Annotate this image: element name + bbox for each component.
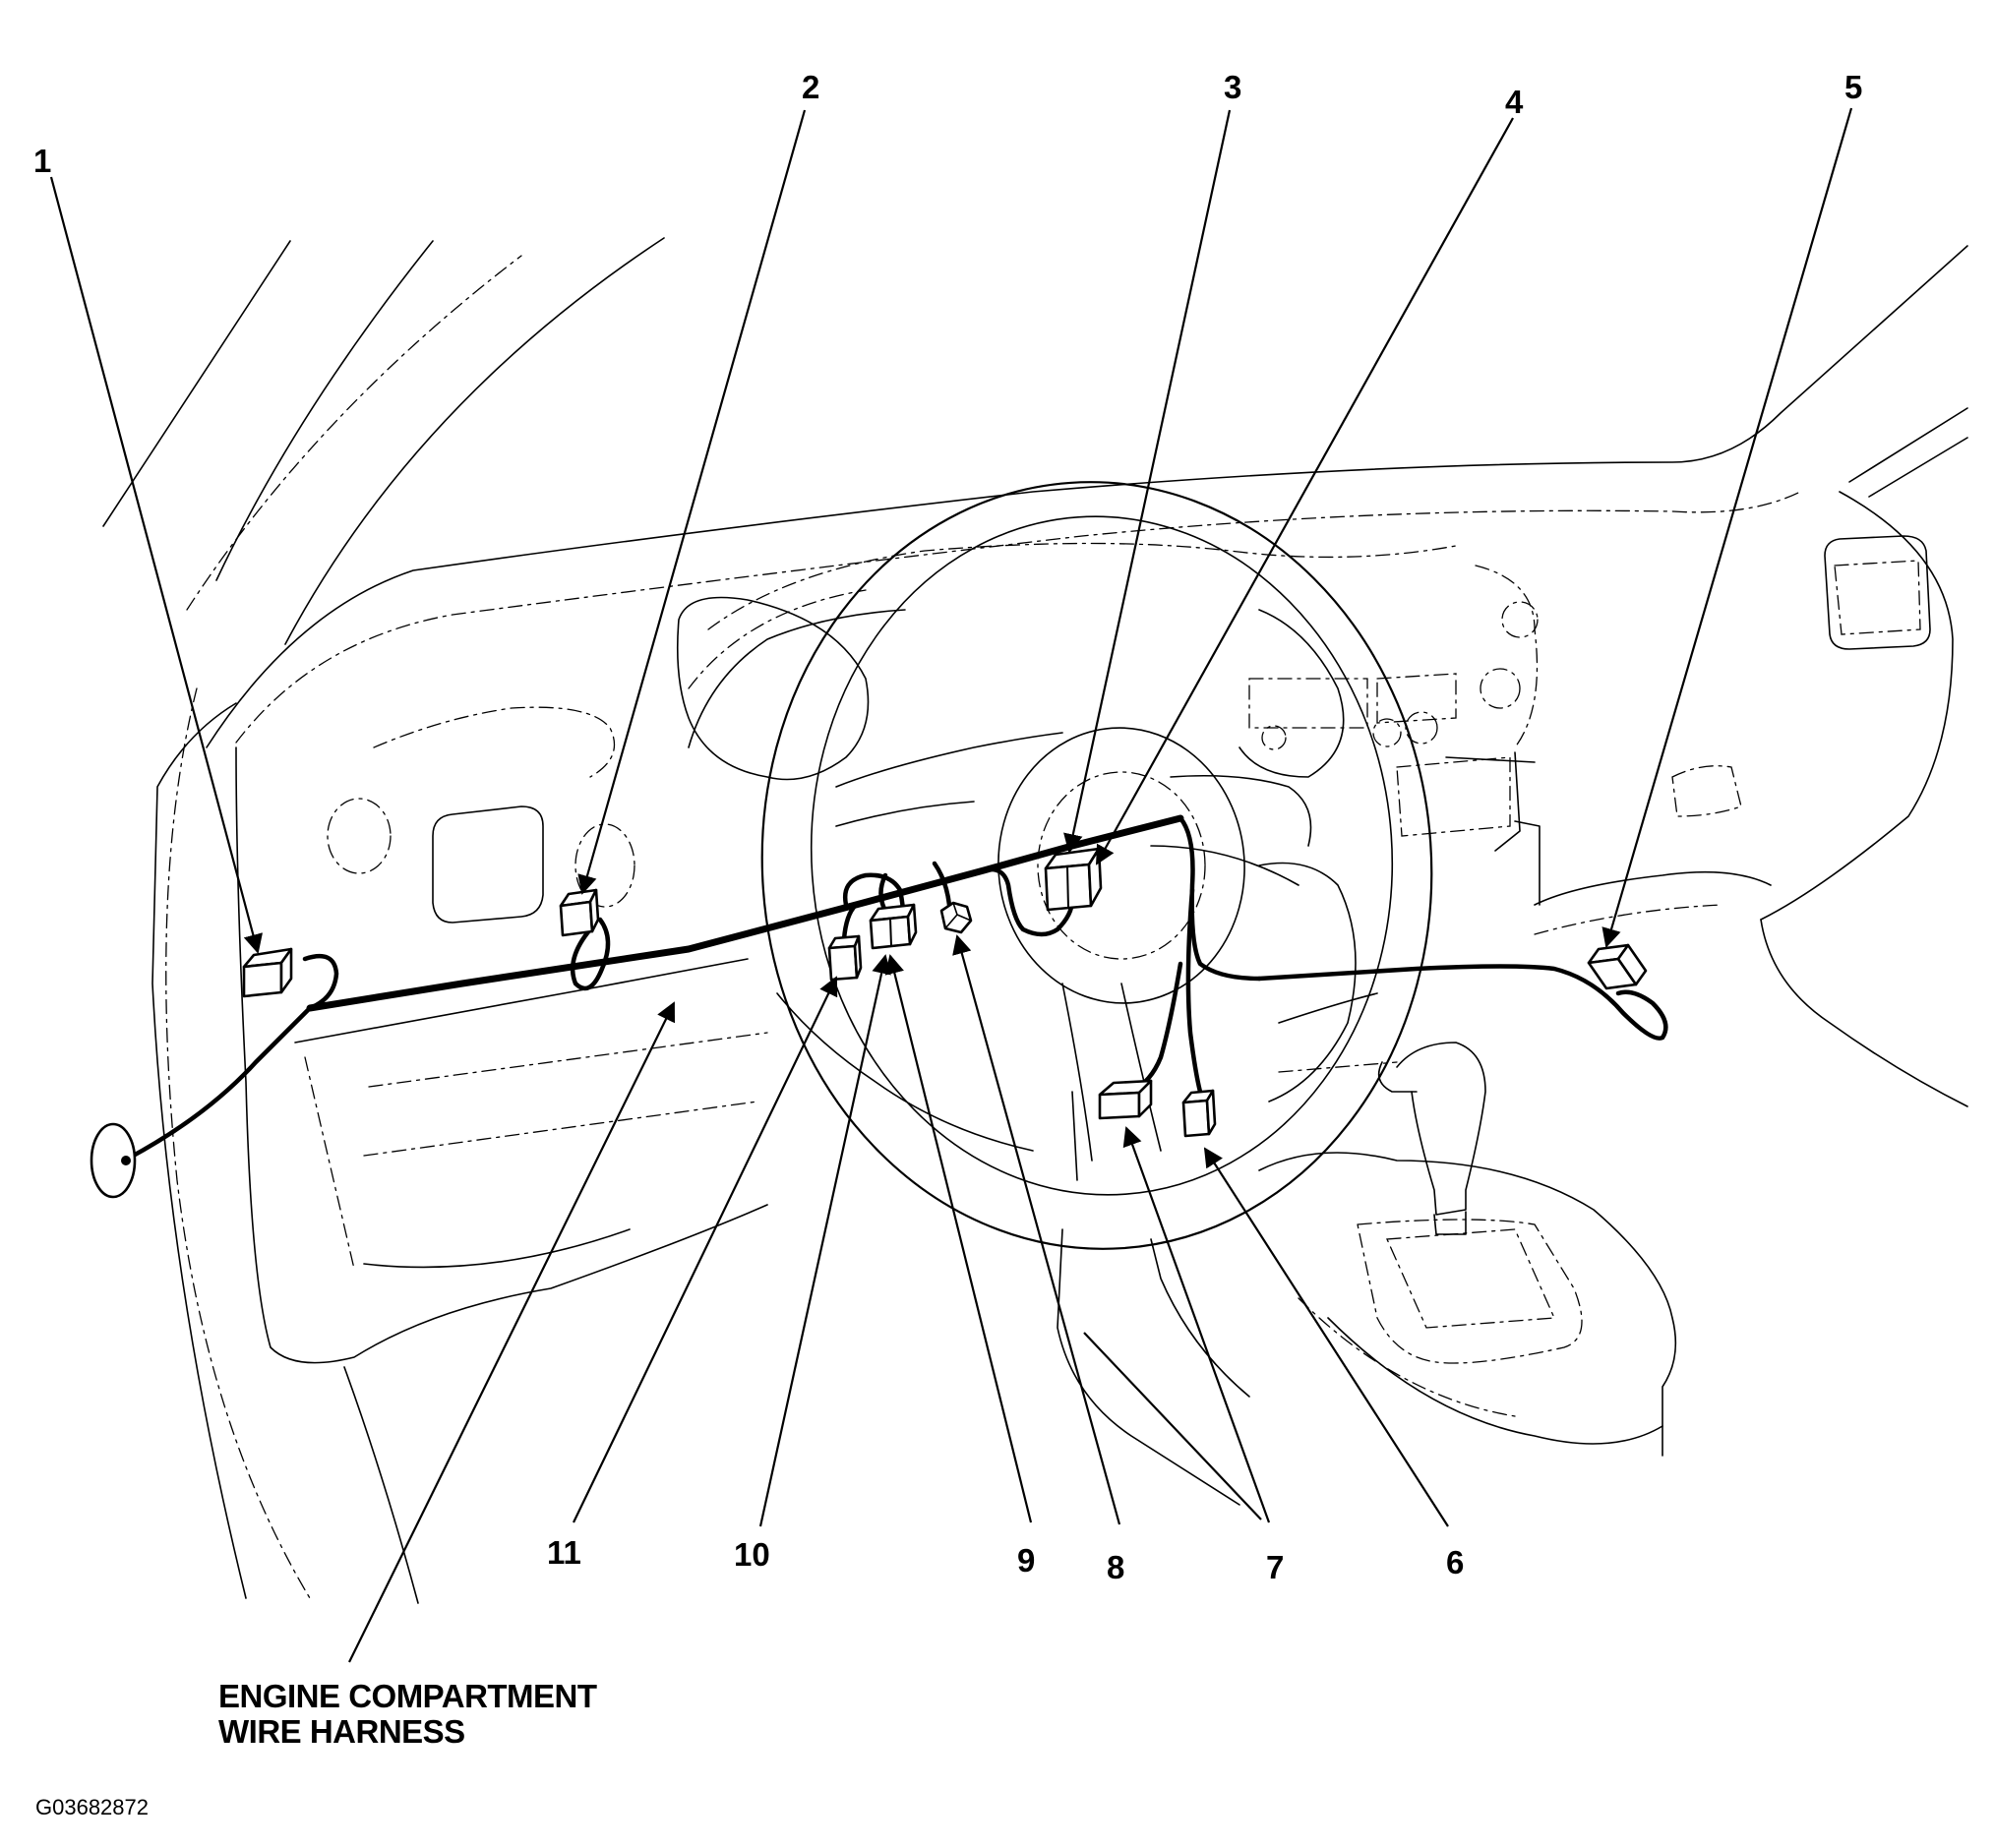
connector-2-icon	[559, 888, 600, 937]
harness-branch-3-4	[981, 866, 1075, 937]
callout-8: 8	[1107, 1549, 1124, 1585]
car-interior-drawing	[102, 237, 1968, 1604]
callout-11: 11	[547, 1534, 581, 1571]
harness-branch-10	[841, 902, 859, 942]
connector-9-icon	[869, 903, 918, 950]
connector-1-icon	[242, 947, 293, 998]
harness-branch-1	[302, 953, 339, 1011]
callout-10: 10	[734, 1536, 770, 1573]
callout-2: 2	[802, 69, 819, 105]
callout-7: 7	[1266, 1549, 1284, 1585]
figure-id: G03682872	[35, 1795, 149, 1819]
harness-branch-2	[570, 917, 611, 991]
connector-6-icon	[1181, 1089, 1217, 1138]
leader-lines	[49, 107, 1853, 1663]
harness-branch-7	[1128, 961, 1183, 1095]
harness-branch-6	[1185, 887, 1203, 1095]
callout-6: 6	[1446, 1544, 1464, 1580]
harness-branch-8	[932, 861, 952, 908]
connector-7-icon	[1098, 1079, 1153, 1120]
connector-8-icon	[939, 901, 973, 934]
harness-label-line-1: ENGINE COMPARTMENT	[218, 1678, 597, 1714]
callout-5: 5	[1844, 69, 1862, 105]
harness-label-line-2: WIRE HARNESS	[218, 1713, 465, 1750]
connector-10-icon	[827, 934, 863, 982]
harness-branch-right	[1178, 815, 1262, 982]
harness-branch-left-grommet	[125, 1005, 313, 1162]
callout-3: 3	[1224, 69, 1241, 105]
callout-4: 4	[1505, 84, 1524, 120]
wire-harness	[90, 814, 1668, 1199]
grommet-icon	[90, 1122, 137, 1199]
callout-1: 1	[33, 143, 51, 179]
harness-branch-5	[1256, 964, 1668, 1041]
callout-labels: 1 2 3 4 5 6 7 8 9 10 11	[33, 69, 1862, 1585]
connectors	[242, 847, 1648, 1138]
callout-9: 9	[1017, 1542, 1035, 1579]
connector-5-icon	[1587, 943, 1648, 990]
connector-3-4-icon	[1044, 847, 1103, 912]
